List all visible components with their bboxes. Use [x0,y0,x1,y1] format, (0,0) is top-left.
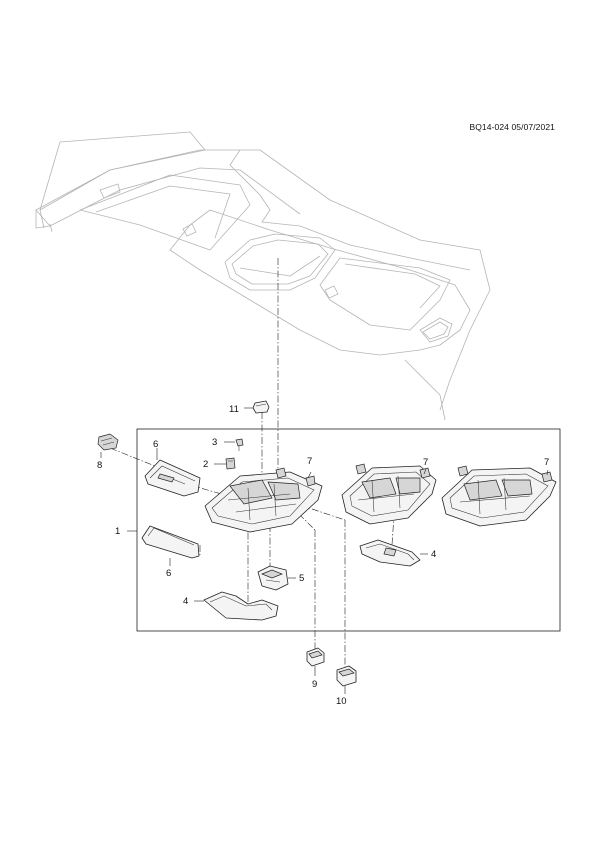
part-4-cover-right [359,539,428,567]
callout-3: 3 [212,437,217,448]
part-7-console-right [441,465,557,527]
drawing-reference-code: BQ14-024 05/07/2021 [469,122,555,132]
part-7-console-main [204,467,323,533]
part-7-console-middle [341,463,437,525]
part-11-clip [244,400,270,414]
callout-4-right: 4 [431,549,436,560]
callout-9: 9 [312,679,317,690]
part-4-cover-lower [194,591,279,621]
callout-7-right: 7 [544,457,549,468]
part-3-screw [224,438,244,451]
part-8-switch [97,433,119,451]
part-6-lens-upper [144,459,201,497]
callout-8: 8 [97,460,102,471]
callout-1: 1 [115,526,120,537]
callout-6-lower: 6 [166,568,171,579]
part-5-module [257,565,296,591]
callout-4-lower: 4 [183,596,188,607]
roof-headliner [35,131,491,421]
part-6-lens-lower [141,525,200,559]
part-2-connector [214,457,236,470]
callout-11: 11 [229,404,239,415]
part-10-connector [336,665,357,694]
callout-5: 5 [299,573,304,584]
callout-7-main: 7 [307,456,312,467]
callout-7-middle: 7 [423,457,428,468]
assembly-frame [136,428,561,632]
callout-10: 10 [336,696,347,707]
callout-6-upper: 6 [153,439,158,450]
callout-2: 2 [203,459,208,470]
part-9-connector [306,647,325,676]
